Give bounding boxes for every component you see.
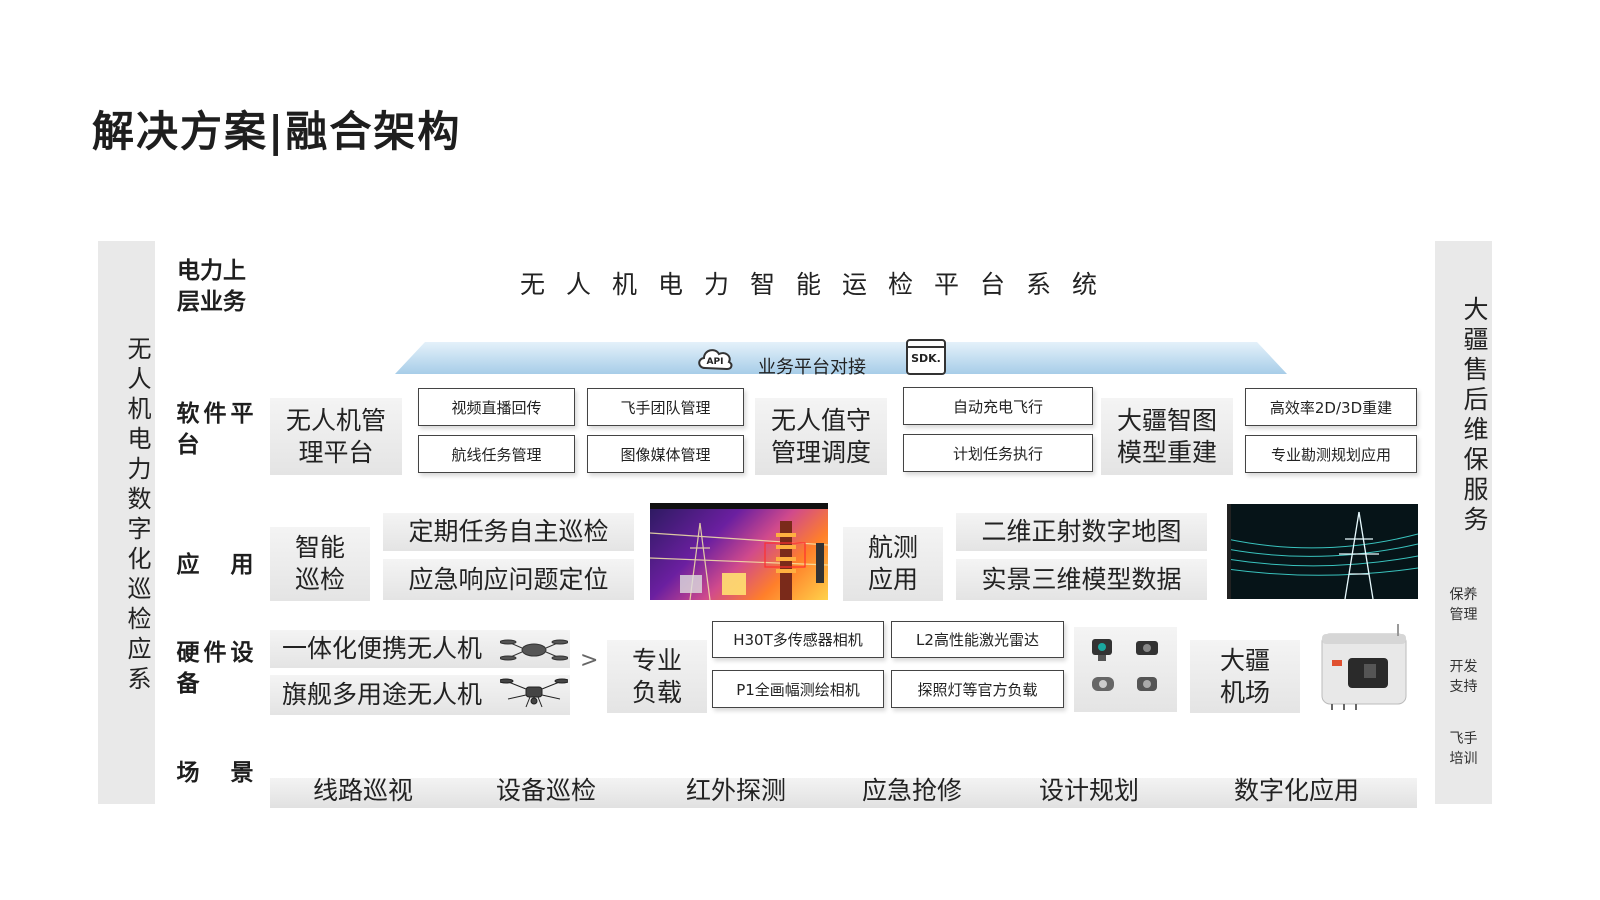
api-icon-label: API [707,357,724,367]
row-label-software-platform: 软 件 平 台 [176,399,254,461]
app-item-orthophoto-map: 二维正射数字地图 [956,513,1207,551]
block-title-line: 负载 [631,677,682,707]
box-plan-execution: 计划任务执行 [903,434,1093,472]
block-title-line: 管理调度 [770,437,871,467]
band-text: 业务平台对接 [758,357,866,378]
right-side-title: 大疆售后维保服务 [1460,296,1489,536]
row-label-top-business: 电力上 层业务 [177,256,246,318]
drone-flagship-label: 旗舰多用途无人机 [282,680,483,709]
drone-portable-label: 一体化便携无人机 [282,634,483,663]
block-title-line: 大疆智图 [1116,405,1217,435]
row-label-char: 件 [203,401,227,427]
right-item-line: 支持 [1449,679,1478,695]
row-label-char: 场 [176,760,200,786]
box-auto-charging: 自动充电飞行 [903,387,1093,425]
row-label-char: 软 [176,401,200,427]
block-title-line: 智能 [294,533,345,562]
dock-icon [1321,624,1407,710]
row-label-char: 件 [203,640,227,666]
row-label-hardware: 硬 件 设 备 [176,638,254,700]
scene-emergency-repair: 应急抢修 [862,776,963,805]
scene-infrared-detection: 红外探测 [686,776,787,805]
box-video-live: 视频直播回传 [418,388,575,426]
row-label-char: 硬 [176,640,200,666]
dji-terra-block: 大疆智图 模型重建 [1101,398,1233,475]
scene-bar [270,778,1417,808]
row-label-char: 设 [230,640,254,666]
sdk-icon: SDK. [906,339,946,375]
block-title-line: 模型重建 [1116,437,1217,467]
row-label-char: 备 [176,671,200,697]
block-title-line: 应用 [867,565,918,594]
left-side-panel: 无人机电力数字化巡检应系 [98,241,155,804]
uav-management-platform-block: 无人机管 理平台 [270,398,402,475]
row-label-char: 台 [176,432,200,458]
row-label-char: 应 [176,552,200,578]
right-item-line: 开发 [1449,659,1478,675]
platform-integration-band [395,342,1287,374]
block-title-line: 大疆 [1219,645,1270,675]
payload-block: 专业 负载 [607,640,707,713]
api-cloud-icon: API [698,349,733,371]
row-label-char: 用 [230,552,254,578]
payload-spotlight-icon [1137,677,1157,691]
box-media-management: 图像媒体管理 [587,435,744,473]
row-label-line: 电力上 [177,258,246,284]
row-label-char: 平 [230,401,254,427]
block-title-line: 理平台 [298,437,374,467]
flagship-drone-icon [500,678,568,708]
payload-mapping-icon [1092,677,1114,691]
right-item-maintenance: 保养 管理 [1435,585,1492,625]
block-title-line: 无人机管 [285,405,386,435]
right-item-line: 保养 [1449,587,1478,603]
row-label-char: 景 [230,760,254,786]
portable-drone-icon [500,639,568,661]
box-route-task: 航线任务管理 [418,435,575,473]
app-item-emergency-response: 应急响应问题定位 [383,559,634,600]
box-pilot-team: 飞手团队管理 [587,388,744,426]
block-title-line: 无人值守 [770,405,871,435]
scene-equipment-inspection: 设备巡检 [496,776,597,805]
right-item-line: 管理 [1449,607,1478,623]
row-label-line: 层业务 [177,289,246,315]
left-side-text: 无人机电力数字化巡检应系 [123,336,151,696]
hardware-chevron: > [580,648,599,673]
box-2d3d-reconstruction: 高效率2D/3D重建 [1245,388,1417,426]
scene-design-planning: 设计规划 [1039,776,1140,805]
lidar-pointcloud-image [1227,504,1418,599]
right-item-line: 飞手 [1449,731,1478,747]
row-label-scene: 场 景 [176,758,254,789]
block-title-line: 航测 [867,533,918,562]
page-title: 解决方案|融合架构 [92,107,462,156]
payload-p1: P1全画幅测绘相机 [712,670,884,708]
unattended-dispatch-block: 无人值守 管理调度 [755,398,887,475]
scene-line-patrol: 线路巡视 [313,776,414,805]
right-item-pilot-training: 飞手 培训 [1435,729,1492,769]
app-item-3d-model: 实景三维模型数据 [956,559,1207,600]
platform-system-title: 无人机电力智能运检平台系统 [520,270,1119,299]
payload-gallery [1074,627,1177,712]
payload-h30t: H30T多传感器相机 [712,621,884,658]
aerial-survey-block: 航测 应用 [843,527,943,601]
row-label-application: 应 用 [176,550,254,581]
app-item-scheduled-inspection: 定期任务自主巡检 [383,513,634,551]
block-title-line: 机场 [1219,677,1270,707]
sdk-icon-label: SDK. [911,352,941,365]
payload-l2: L2高性能激光雷达 [891,621,1064,658]
smart-inspection-block: 智能 巡检 [270,527,370,601]
drone-portable: 一体化便携无人机 [270,630,570,668]
block-title-line: 专业 [631,645,682,675]
right-item-line: 培训 [1449,751,1478,767]
right-item-dev-support: 开发 支持 [1435,657,1492,697]
drone-flagship: 旗舰多用途无人机 [270,675,570,715]
dock-block: 大疆 机场 [1190,640,1300,713]
right-side-panel: 大疆售后维保服务 保养 管理 开发 支持 飞手 培训 [1435,241,1492,804]
block-title-line: 巡检 [294,565,345,594]
scene-digital-application: 数字化应用 [1234,776,1360,805]
payload-lidar-icon [1136,641,1158,655]
payload-camera-icon [1092,639,1112,661]
thermal-inspection-image [650,503,828,600]
box-survey-planning: 专业勘测规划应用 [1245,435,1417,473]
payload-spotlight: 探照灯等官方负载 [891,670,1064,708]
